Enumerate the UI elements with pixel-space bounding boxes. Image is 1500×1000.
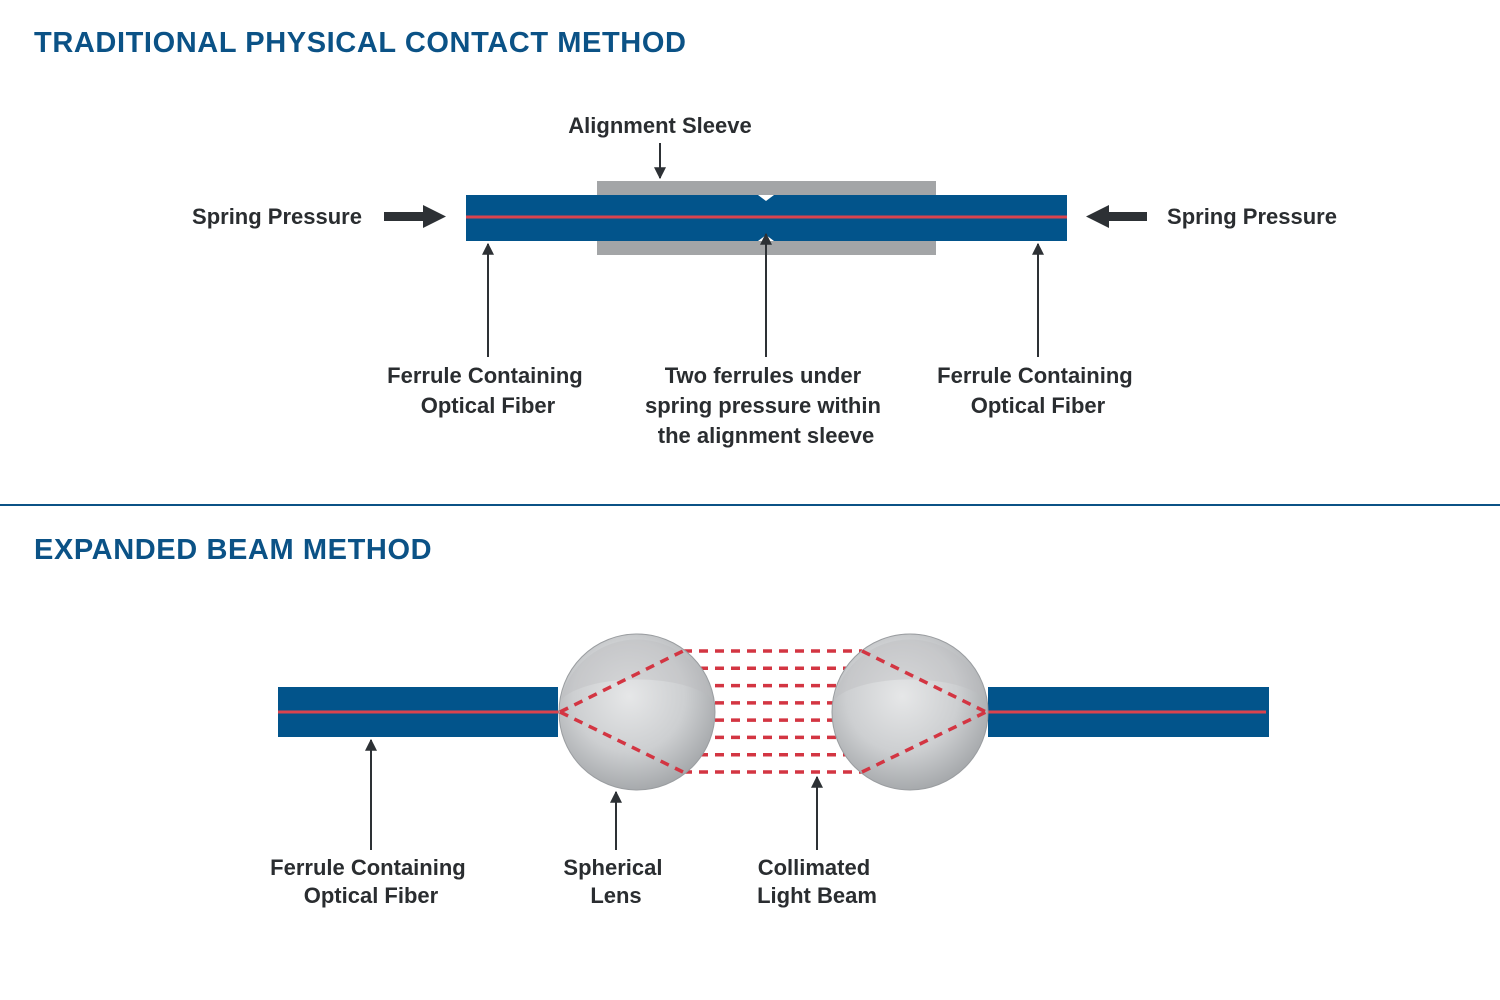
spherical-lens-left xyxy=(558,633,716,791)
ferrule-expanded-label: Ferrule Containing Optical Fiber xyxy=(270,855,472,908)
traditional-method-heading: TRADITIONAL PHYSICAL CONTACT METHOD xyxy=(34,27,687,59)
expanded-beam-heading: EXPANDED BEAM METHOD xyxy=(34,534,433,566)
lens-ray xyxy=(861,710,987,774)
contact-notch-top xyxy=(758,195,774,201)
lens-ray xyxy=(861,649,987,714)
spring-pressure-arrow-right-icon xyxy=(1086,205,1147,228)
lens-ray xyxy=(559,710,684,774)
lens-ray-paths xyxy=(559,649,987,774)
collimated-beam-label: Collimated Light Beam xyxy=(757,855,877,908)
lens-ray xyxy=(559,649,684,714)
ferrule-left-label: Ferrule Containing Optical Fiber xyxy=(387,363,589,418)
spring-pressure-left-label: Spring Pressure xyxy=(192,204,362,229)
traditional-diagram: Alignment Sleeve Spring Pressure Spring … xyxy=(192,113,1337,448)
ferrule-right-label: Ferrule Containing Optical Fiber xyxy=(937,363,1139,418)
alignment-sleeve-label: Alignment Sleeve xyxy=(568,113,751,138)
spherical-lens-right xyxy=(831,633,989,791)
section-divider xyxy=(0,504,1500,506)
expanded-diagram: Ferrule Containing Optical Fiber Spheric… xyxy=(270,633,1269,908)
spring-pressure-right-label: Spring Pressure xyxy=(1167,204,1337,229)
center-label: Two ferrules under spring pressure withi… xyxy=(645,363,887,448)
spherical-lens-label: Spherical Lens xyxy=(563,855,668,908)
spring-pressure-arrow-left-icon xyxy=(384,205,446,228)
